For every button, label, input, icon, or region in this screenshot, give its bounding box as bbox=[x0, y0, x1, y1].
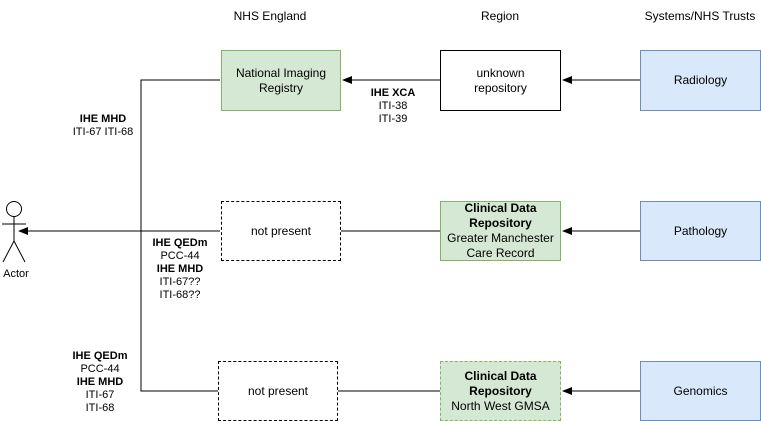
box-radiology[interactable]: Radiology bbox=[640, 50, 761, 111]
column-header-region: Region bbox=[480, 9, 520, 23]
box-label: not present bbox=[247, 383, 309, 398]
edge-label-title: IHE QEDm bbox=[72, 350, 128, 362]
box-unknown-repository[interactable]: unknown repository bbox=[440, 50, 561, 111]
box-label: Genomics bbox=[673, 383, 728, 398]
edge-label-title: IHE MHD bbox=[76, 376, 124, 388]
box-cdr-north-west[interactable]: Clinical Data Repository North West GMSA bbox=[440, 361, 561, 421]
edge-label-title: IHE XCA bbox=[370, 87, 416, 99]
box-not-present-2[interactable]: not present bbox=[218, 361, 338, 421]
edge-bottom-to-actor bbox=[140, 231, 218, 392]
box-subtitle: Greater Manchester Care Record bbox=[447, 231, 554, 260]
edge-label-line: ITI-67 bbox=[85, 389, 115, 401]
edge-nir-to-actor bbox=[140, 79, 220, 231]
column-header-systems: Systems/NHS Trusts bbox=[644, 9, 756, 23]
box-cdr-greater-manchester[interactable]: Clinical Data Repository Greater Manches… bbox=[440, 201, 561, 261]
edge-label-title: IHE QEDm bbox=[152, 237, 208, 249]
box-not-present-1[interactable]: not present bbox=[221, 201, 341, 261]
box-label: not present bbox=[250, 223, 312, 238]
box-pathology[interactable]: Pathology bbox=[640, 201, 761, 261]
edge-label-line: PCC-44 bbox=[160, 250, 200, 262]
box-label: National Imaging Registry bbox=[235, 65, 327, 95]
box-national-imaging-registry[interactable]: National Imaging Registry bbox=[221, 50, 341, 111]
box-label: Radiology bbox=[673, 73, 728, 87]
edge-label-middle: IHE QEDm PCC-44 IHE MHD ITI-67?? ITI-68?… bbox=[148, 237, 212, 302]
box-label: Pathology bbox=[673, 223, 728, 238]
edge-label-line: ITI-68?? bbox=[159, 289, 201, 301]
box-label: unknown repository bbox=[474, 65, 527, 95]
edge-label-line: PCC-44 bbox=[80, 363, 120, 375]
edge-label-bottom: IHE QEDm PCC-44 IHE MHD ITI-67 ITI-68 bbox=[66, 350, 134, 415]
box-genomics[interactable]: Genomics bbox=[640, 361, 761, 421]
actor-label: Actor bbox=[3, 268, 29, 280]
edge-label-mhd-top: IHE MHD ITI-67 ITI-68 bbox=[66, 113, 140, 139]
box-title: Clinical Data Repository bbox=[464, 368, 537, 398]
box-title: Clinical Data Repository bbox=[464, 201, 537, 230]
box-subtitle: North West GMSA bbox=[451, 398, 550, 413]
edge-label-line: ITI-39 bbox=[378, 113, 408, 125]
edge-label-title: IHE MHD bbox=[79, 113, 127, 125]
column-header-nhs-england: NHS England bbox=[233, 9, 307, 23]
edge-label-line: ITI-67?? bbox=[159, 276, 201, 288]
actor-icon bbox=[2, 201, 26, 263]
edge-label-line: ITI-38 bbox=[378, 100, 408, 112]
edge-label-title: IHE MHD bbox=[156, 263, 204, 275]
edge-label-line: ITI-68 bbox=[85, 402, 115, 414]
edge-label-line: ITI-67 ITI-68 bbox=[72, 126, 134, 138]
edge-label-xca: IHE XCA ITI-38 ITI-39 bbox=[364, 87, 422, 126]
